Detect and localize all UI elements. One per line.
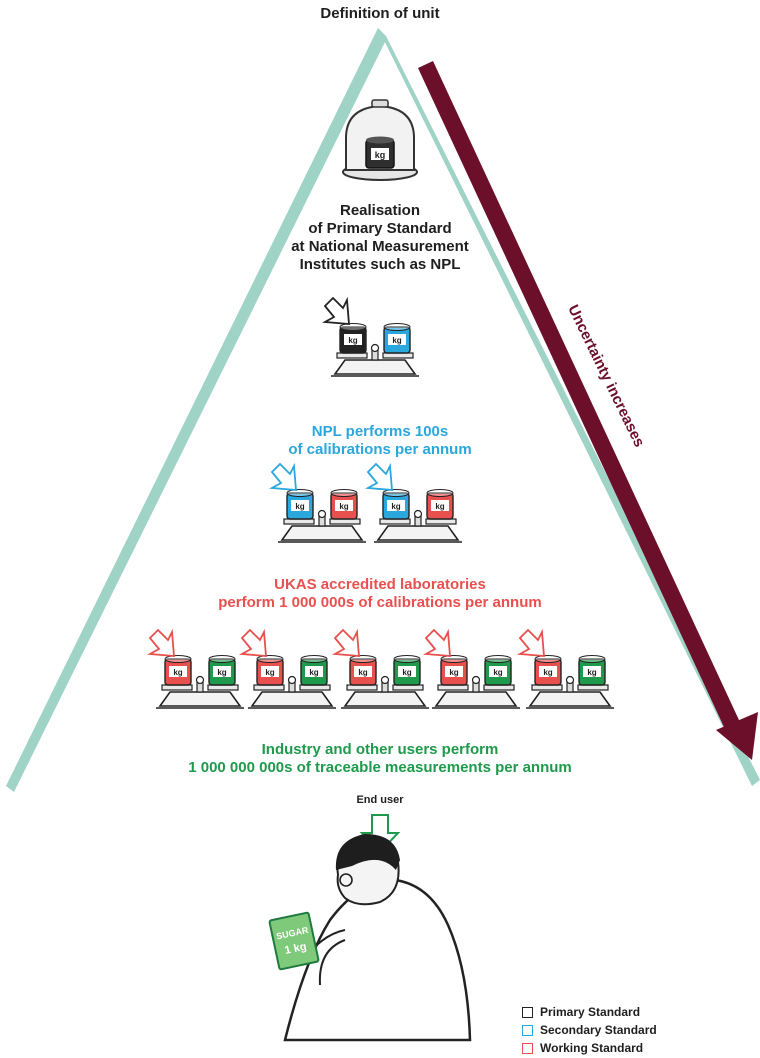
weight-label: kg [391,502,400,511]
scale-groups: kg kg kg kg kg kg kg kg kg kg kg kg kg kg kg kg [146,296,614,709]
weight: kg [534,655,562,686]
level2-line: of calibrations per annum [288,441,472,458]
legend-item-primary: Primary Standard [522,1003,657,1021]
weight-label: kg [217,668,226,677]
weight-label: kg [375,150,386,160]
level3-line: UKAS accredited laboratories [274,576,486,593]
weight-label: kg [449,668,458,677]
weight: kg [349,655,377,686]
arrow-pointer [238,628,267,657]
weight: kg [440,655,468,686]
weight: kg [382,489,410,520]
level1-text: Realisation of Primary Standard at Natio… [210,202,550,274]
legend: Primary Standard Secondary Standard Work… [522,1003,657,1057]
level2-text: NPL performs 100s of calibrations per an… [230,423,530,459]
end-user-figure: SUGAR 1 kg [268,834,472,1042]
legend-swatch [522,1042,533,1054]
weight-label: kg [173,668,182,677]
top-label: Definition of unit [320,5,440,22]
legend-item-secondary: Secondary Standard [522,1021,657,1039]
arrow-pointer [516,628,545,657]
weight-label: kg [493,668,502,677]
weight: kg [330,489,358,520]
weight-label: kg [543,668,552,677]
level3-text: UKAS accredited laboratories perform 1 0… [150,576,610,612]
legend-label: Working Standard [540,1041,644,1055]
level4-line: Industry and other users perform [261,741,499,758]
weight: kg [383,323,411,354]
end-user-label: End user [356,794,404,806]
arrow-pointer [364,462,393,491]
weight: kg [393,655,421,686]
legend-label: Secondary Standard [540,1023,657,1037]
level1-line: Realisation [339,202,421,219]
arrow-pointer [422,628,451,657]
balance-scale: kg kg [146,628,244,709]
weight: kg [300,655,328,686]
weight-label: kg [339,502,348,511]
legend-item-working: Working Standard [522,1039,657,1057]
level1-line: of Primary Standard [308,220,452,237]
arrow-pointer [146,628,175,657]
legend-label: Primary Standard [540,1005,641,1019]
weight: kg [164,655,192,686]
weight: kg [339,323,367,354]
balance-scale: kg kg [331,628,429,709]
weight: kg [426,489,454,520]
pyramid-left-side [6,28,386,792]
sugar-weight-label: 1 kg [284,941,308,957]
level4-text: Industry and other users perform 1 000 0… [110,741,650,777]
level1-line: at National Measurement [291,238,469,255]
level2-line: NPL performs 100s [311,423,449,440]
weight-label: kg [587,668,596,677]
weight-label: kg [358,668,367,677]
legend-swatch [522,1024,533,1036]
weight-label: kg [392,336,401,345]
weight-label: kg [265,668,274,677]
weight: kg [256,655,284,686]
weight: kg [578,655,606,686]
balance-scale: kg kg [268,462,366,543]
weight-label: kg [309,668,318,677]
weight: kg [286,489,314,520]
balance-scale: kg kg [364,462,462,543]
level1-line: Institutes such as NPL [299,256,461,273]
arrow-pointer [331,628,360,657]
balance-scale: kg kg [422,628,520,709]
legend-swatch [522,1006,533,1018]
uncertainty-arrow [418,61,758,760]
level4-line: 1 000 000 000s of traceable measurements… [188,759,572,776]
weight: kg [208,655,236,686]
weight-label: kg [348,336,357,345]
arrow-pointer [321,296,350,325]
weight-label: kg [402,668,411,677]
weight-label: kg [435,502,444,511]
primary-standard-bell-jar: kg [342,99,418,181]
balance-scale: kg kg [321,296,419,377]
weight: kg [484,655,512,686]
balance-scale: kg kg [516,628,614,709]
arrow-pointer [268,462,297,491]
level3-line: perform 1 000 000s of calibrations per a… [218,594,542,611]
weight-label: kg [295,502,304,511]
balance-scale: kg kg [238,628,336,709]
